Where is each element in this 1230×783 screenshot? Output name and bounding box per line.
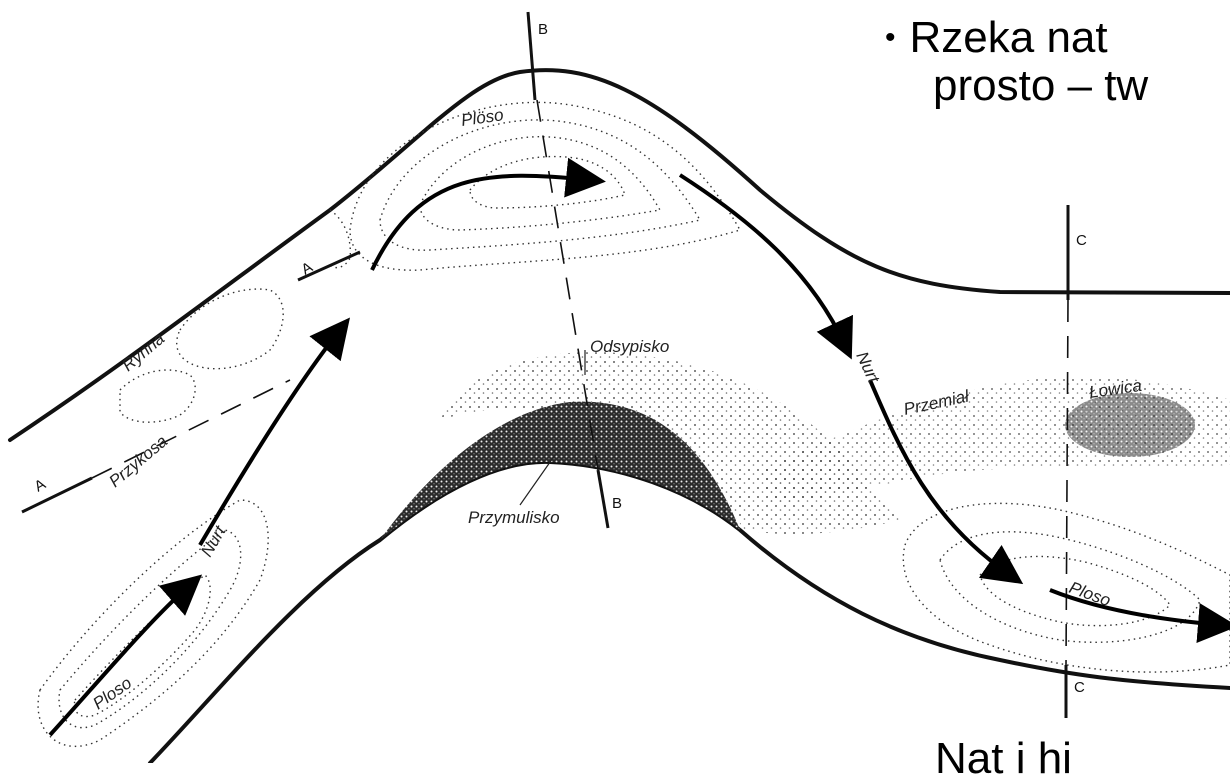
label-odsypisko: Odsypisko [590,337,669,356]
label-ploso-top: Plöso [460,105,505,130]
label-nurt-left: Nurt [197,522,230,560]
label-przymulisko: Przymulisko [468,508,560,527]
rynna-contours [120,210,350,422]
section-label-c-top: C [1076,232,1087,249]
label-nurt-right: Nurt [852,349,883,387]
label-rynna: Rynna [118,329,168,375]
section-label-b-bottom: B [612,495,622,512]
flow-arrow-1 [50,585,190,735]
label-przykosa: Przykosa [105,432,171,491]
section-label-a-right: A [299,259,316,279]
flow-arrow-4 [680,175,845,345]
slide-bottom-text: Nat i hi [935,735,1072,783]
label-ploso-right: Ploso [1067,578,1113,610]
slide-bullet-text: • Rzeka nat prosto – tw [885,14,1148,110]
flow-arrow-2 [200,330,340,545]
lowica-shoal [1065,393,1195,457]
depth-contours-top [350,102,740,270]
meander-diagram: Plöso Rynna Przykosa Nurt Ploso Odsypisk… [0,0,1230,763]
bottom-line: Nat i hi [935,734,1072,783]
section-label-c-bottom: C [1074,679,1085,696]
section-a [22,252,360,512]
label-ploso-bottom-left: Ploso [89,673,135,713]
section-label-a-left: A [32,476,49,496]
bullet-line-1: Rzeka nat [910,13,1108,62]
lower-bank [150,462,1230,763]
bullet-line-2: prosto – tw [885,61,1148,110]
section-label-b-top: B [538,21,548,38]
bullet-glyph: • [885,21,896,54]
